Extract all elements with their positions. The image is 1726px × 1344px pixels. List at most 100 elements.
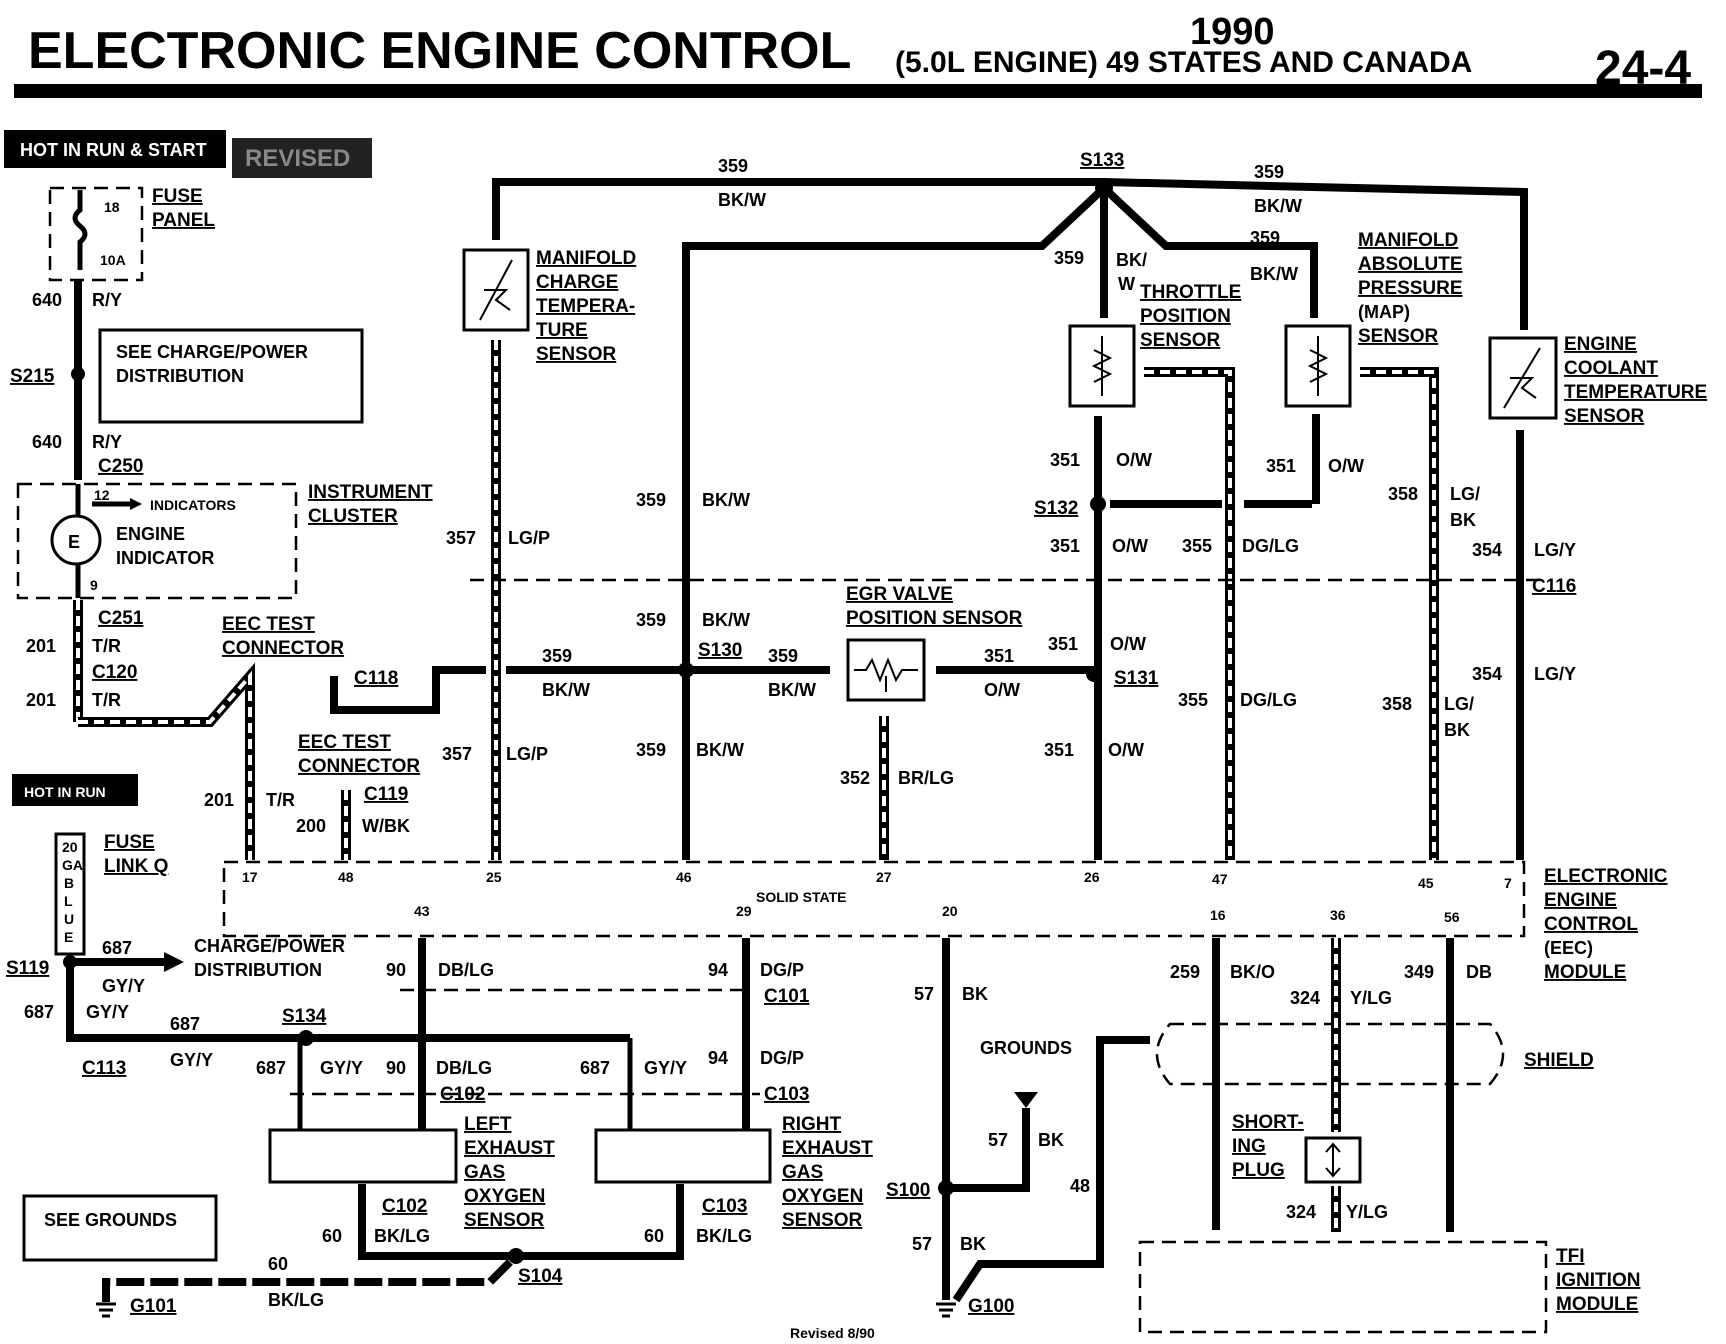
revised-badge: [232, 138, 372, 178]
wire-200-color: W/BK: [362, 816, 410, 836]
wire-201-num-c: 201: [204, 790, 234, 810]
right-ego-label-2: EXHAUST: [782, 1138, 873, 1159]
wire-351-color-e: O/W: [984, 680, 1020, 700]
wire-359-num-b: 359: [1254, 162, 1284, 182]
splice-s130: [678, 662, 694, 678]
see-charge-power-2: DISTRIBUTION: [116, 366, 244, 386]
tps-label-2: POSITION: [1140, 306, 1231, 327]
wire-359-color-c: BK/: [1116, 250, 1147, 270]
tps-label-3: SENSOR: [1140, 330, 1221, 351]
fuse-18: [72, 190, 88, 270]
wire-349-color: DB: [1466, 962, 1492, 982]
wire-351-color-f: O/W: [1108, 740, 1144, 760]
wire-c118: [330, 666, 486, 714]
wire-90-color-b: DB/LG: [436, 1058, 492, 1078]
wire-57-num-a: 57: [914, 984, 934, 1004]
ground-arrow-icon: [1014, 1092, 1038, 1108]
splice-s100-label: S100: [886, 1180, 930, 1201]
connector-c102-b: C102: [382, 1196, 427, 1217]
wire-57-num-c: 57: [912, 1234, 932, 1254]
eec-pin-48: 48: [338, 869, 354, 885]
wire-358-num-a: 358: [1388, 484, 1418, 504]
wire-201-color-b: T/R: [92, 690, 121, 710]
revised-date: Revised 8/90: [790, 1325, 875, 1341]
fuse-link-gauge-5: E: [64, 929, 73, 945]
wire-351-num-a: 351: [1050, 450, 1080, 470]
wire-359-num-h: 359: [636, 610, 666, 630]
map-label-2: ABSOLUTE: [1358, 254, 1463, 275]
wire-201-num-a: 201: [26, 636, 56, 656]
wire-359-num-c: 359: [1054, 248, 1084, 268]
shield-label: SHIELD: [1524, 1050, 1594, 1071]
ground-g100-label: G100: [968, 1296, 1014, 1317]
instrument-cluster-label-2: CLUSTER: [308, 506, 398, 527]
eec-pin-20: 20: [942, 903, 958, 919]
fuse-link-gauge-3: L: [64, 893, 73, 909]
eec-pin-7: 7: [1504, 875, 1512, 891]
wire-57-color-a: BK: [962, 984, 988, 1004]
eec-pin-43: 43: [414, 903, 430, 919]
wire-355-color-a: DG/LG: [1242, 536, 1299, 556]
fuse-link-gauge-1: GA: [62, 857, 83, 873]
wire-349-num: 349: [1404, 962, 1434, 982]
eec-pin-26: 26: [1084, 869, 1100, 885]
wire-94-num-a: 94: [708, 960, 728, 980]
wire-355-num-a: 355: [1182, 536, 1212, 556]
mct-label-2: CHARGE: [536, 272, 618, 293]
wire-687-num-d: 687: [256, 1058, 286, 1078]
connector-c103-b: C103: [702, 1196, 747, 1217]
eec-pin-29: 29: [736, 903, 752, 919]
fuse-number: 18: [104, 199, 120, 215]
wire-359-num-g: 359: [768, 646, 798, 666]
wire-359-num-f: 359: [542, 646, 572, 666]
see-charge-power-1: SEE CHARGE/POWER: [116, 342, 308, 362]
ground-g101-label: G101: [130, 1296, 177, 1317]
wire-687-color-a: GY/Y: [102, 976, 145, 996]
wire-358-color-b1: LG/: [1444, 694, 1474, 714]
arrow-right-icon: [164, 952, 184, 972]
hot-run-start-label: HOT IN RUN & START: [20, 140, 207, 160]
wire-359-color-g: BK/W: [768, 680, 816, 700]
wire-351-num-d: 351: [1048, 634, 1078, 654]
wire-201-color-a: T/R: [92, 636, 121, 656]
wire-324-color-b: Y/LG: [1346, 1202, 1388, 1222]
wire-48-shield: [952, 1036, 1150, 1303]
wire-687-main: [66, 962, 630, 1042]
wire-640-num-a: 640: [32, 290, 62, 310]
wire-687-num-c: 687: [170, 1014, 200, 1034]
wire-60-color-a: BK/LG: [374, 1226, 430, 1246]
wire-358-color-a2: BK: [1450, 510, 1476, 530]
right-ego-label-4: OXYGEN: [782, 1186, 863, 1207]
wire-359-color-b: BK/W: [1254, 196, 1302, 216]
eec-solid-state: SOLID STATE: [756, 889, 846, 905]
eec-pin-56: 56: [1444, 909, 1460, 925]
wire-324-num-b: 324: [1286, 1202, 1316, 1222]
fuse-panel-box: [48, 186, 144, 282]
fuse-link-q-body: [54, 832, 86, 956]
see-grounds-box: [22, 1194, 218, 1262]
shorting-plug-label-1: SHORT-: [1232, 1112, 1304, 1133]
fuse-link-label-2: LINK Q: [104, 856, 168, 877]
wire-357-num-a: 357: [446, 528, 476, 548]
wire-94-color-b: DG/P: [760, 1048, 804, 1068]
hot-in-run-badge: [12, 774, 138, 806]
connector-c118: C118: [354, 668, 398, 689]
wire-90-num-a: 90: [386, 960, 406, 980]
wire-324-color-a: Y/LG: [1350, 988, 1392, 1008]
right-ego-label-3: GAS: [782, 1162, 823, 1183]
wire-90-num-b: 90: [386, 1058, 406, 1078]
thermistor-icon: [479, 259, 513, 321]
wire-359-num-e: 359: [636, 490, 666, 510]
mct-label-1: MANIFOLD: [536, 248, 636, 269]
ect-label-4: SENSOR: [1564, 406, 1645, 427]
wire-640-color-b: R/Y: [92, 432, 122, 452]
splice-s132: [1090, 496, 1106, 512]
connector-c116: C116: [1532, 576, 1576, 597]
wire-359-num-i: 359: [636, 740, 666, 760]
wire-359-s133-s130: [682, 185, 1107, 860]
wire-355-num-b: 355: [1178, 690, 1208, 710]
engine-indicator-2: INDICATOR: [116, 548, 214, 568]
indicator-symbol: E: [68, 532, 80, 552]
wire-354-color-b: LG/Y: [1534, 664, 1576, 684]
